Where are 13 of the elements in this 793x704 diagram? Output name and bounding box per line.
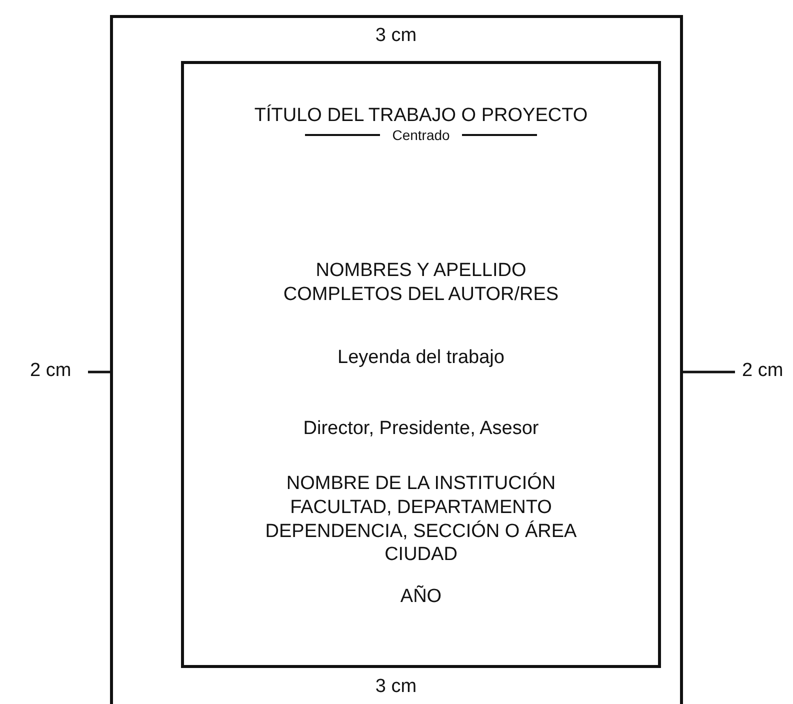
subtitle-text: Leyenda del trabajo (336, 346, 506, 370)
advisor-text: Director, Presidente, Asesor (302, 417, 540, 441)
page-border (110, 15, 683, 704)
year-text: AÑO (399, 585, 443, 609)
dimension-label: 3 cm (375, 25, 417, 47)
institution-text: NOMBRE DE LA INSTITUCIÓN FACULTAD, DEPARTAMENTO DEPENDENCIA, SECCIÓN O ÁREA CIUDAD (264, 472, 578, 567)
dimension-label: 2 cm (30, 360, 72, 382)
title-text: TÍTULO DEL TRABAJO O PROYECTO (253, 104, 589, 128)
author-name-text: NOMBRES Y APELLIDO COMPLETOS DEL AUTOR/RES (282, 259, 560, 306)
dimension-label: 2 cm (742, 360, 784, 382)
margin-box (181, 61, 661, 668)
centered-note: Centrado (392, 127, 450, 143)
dimension-label: 3 cm (375, 676, 417, 698)
